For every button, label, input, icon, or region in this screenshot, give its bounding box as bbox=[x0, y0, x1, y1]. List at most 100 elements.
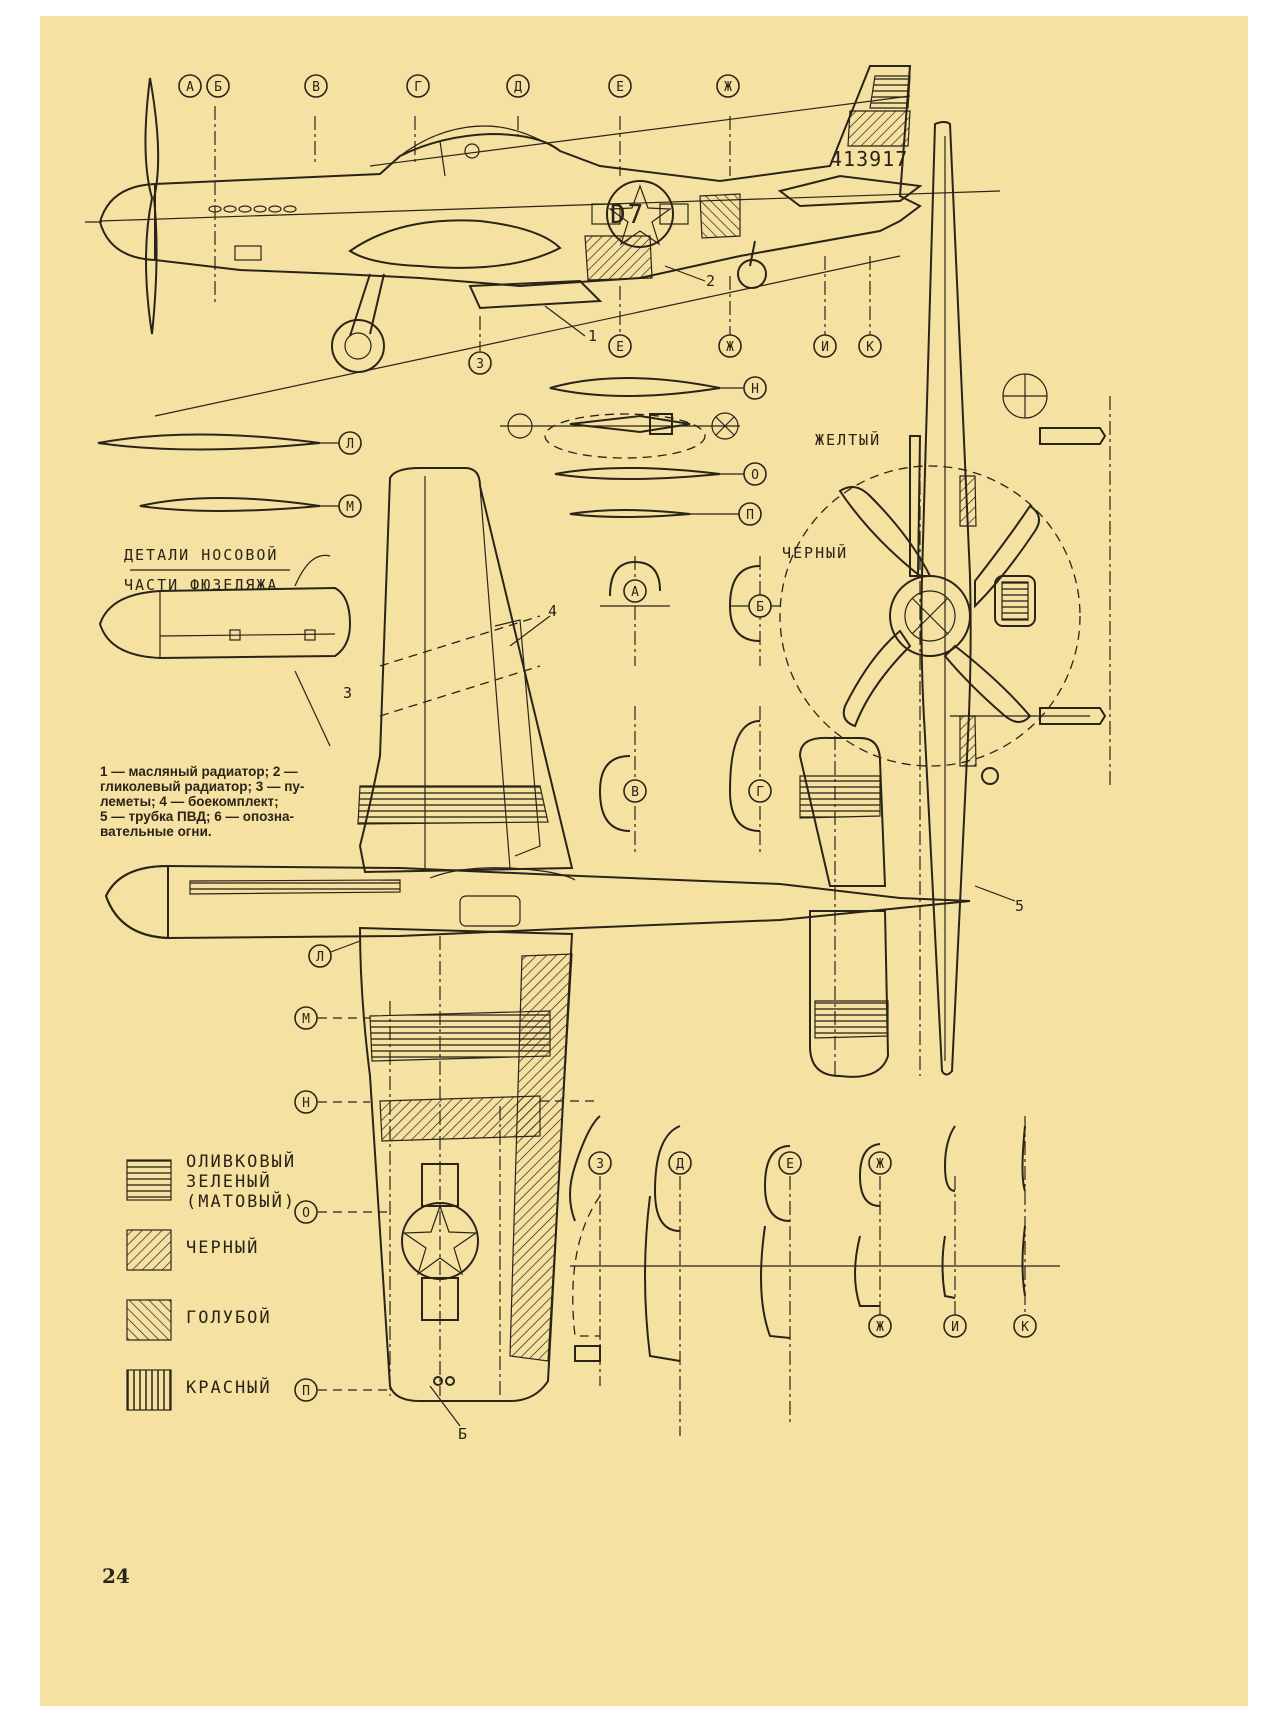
frame-row2-label-circle bbox=[588, 1151, 612, 1175]
frame-label-left-circle bbox=[623, 579, 647, 603]
plan-label: О bbox=[302, 1206, 310, 1221]
legend-text-line: ОЛИВКОВЫЙ bbox=[186, 1152, 297, 1172]
note-line: 1 — масляный радиатор; 2 — bbox=[100, 764, 298, 779]
plan-label: Л bbox=[316, 950, 324, 965]
plan-label-circle bbox=[294, 1200, 318, 1224]
section-label-top-circle bbox=[608, 74, 632, 98]
profile-label-circle bbox=[743, 462, 767, 486]
plan-label-circle bbox=[294, 1090, 318, 1114]
frame-row2-label: З bbox=[596, 1157, 604, 1172]
callout-5: 5 bbox=[1015, 897, 1024, 915]
fuselage-code: D7 bbox=[610, 200, 645, 230]
frame-row2-label: Ж bbox=[876, 1157, 884, 1172]
section-label-top-circle bbox=[304, 74, 328, 98]
profile-label-circle bbox=[743, 376, 767, 400]
section-label-bottom: Е bbox=[616, 340, 624, 355]
profile-label-circle bbox=[738, 502, 762, 526]
plan-labels: Л М Н О П bbox=[294, 944, 332, 1402]
frame-label-left: А bbox=[631, 585, 639, 600]
front-view bbox=[779, 121, 1111, 1076]
swatch-red bbox=[126, 1369, 172, 1411]
swatch-blue bbox=[126, 1299, 172, 1341]
legend-label-blue: ГОЛУБОЙ bbox=[186, 1308, 272, 1328]
frame-label-left: В bbox=[631, 785, 639, 800]
legend-notes: 1 — масляный радиатор; 2 — гликолевый ра… bbox=[100, 764, 380, 839]
section-labels-top: А Б В Г Д Е Ж bbox=[178, 74, 740, 98]
frame-row2-bottom-label: Ж bbox=[876, 1320, 884, 1335]
frame-sections bbox=[569, 556, 1060, 1436]
callout-2: 2 bbox=[706, 272, 715, 290]
plan-label-circle bbox=[308, 944, 332, 968]
section-label-top: Б bbox=[214, 80, 222, 95]
fuselage-serial: 413917 bbox=[830, 147, 908, 171]
section-label-bottom-circle bbox=[468, 351, 492, 375]
section-label-top: Ж bbox=[724, 80, 732, 95]
profile-label-circle bbox=[338, 431, 362, 455]
profile-label-circle bbox=[338, 494, 362, 518]
note-line: вательные огни. bbox=[100, 824, 212, 839]
section-label-top-circle bbox=[178, 74, 202, 98]
note-line: леметы; 4 — боекомплект; bbox=[100, 794, 279, 809]
nose-caption-line2: ЧАСТИ ФЮЗЕЛЯЖА bbox=[124, 576, 279, 594]
prop-color-black: ЧЕРНЫЙ bbox=[782, 544, 849, 562]
section-label-bottom-circle bbox=[718, 334, 742, 358]
frame-row2-bottom-label-circle bbox=[943, 1314, 967, 1338]
frame-row2-bottom-label-circle bbox=[1013, 1314, 1037, 1338]
frame-label-right-circle bbox=[748, 779, 772, 803]
section-label-bottom: К bbox=[866, 340, 874, 355]
frame-label-left-circle bbox=[623, 779, 647, 803]
frame-row2-label-circle bbox=[868, 1151, 892, 1175]
nose-detail bbox=[98, 554, 352, 747]
plan-label: Н bbox=[302, 1096, 310, 1111]
section-label-bottom: Ж bbox=[726, 340, 734, 355]
swatch-black bbox=[126, 1229, 172, 1271]
legend-label-red: КРАСНЫЙ bbox=[186, 1378, 272, 1398]
airfoil-profiles bbox=[97, 377, 755, 518]
section-label-top-circle bbox=[506, 74, 530, 98]
profile-label: Л bbox=[346, 437, 354, 452]
section-label-bottom-circle bbox=[813, 334, 837, 358]
section-label-top: Г bbox=[414, 80, 422, 95]
legend-swatches bbox=[126, 1159, 172, 1411]
section-label-bottom: З bbox=[476, 357, 484, 372]
note-line: 5 — трубка ПВД; 6 — опозна- bbox=[100, 809, 295, 824]
section-label-bottom-circle bbox=[858, 334, 882, 358]
section-label-top-circle bbox=[406, 74, 430, 98]
section-label-top: А bbox=[186, 80, 194, 95]
section-label-bottom: И bbox=[821, 340, 829, 355]
section-label-top-circle bbox=[716, 74, 740, 98]
frame-row2-bottom-label-circle bbox=[868, 1314, 892, 1338]
prop-color-yellow: ЖЕЛТЫЙ bbox=[815, 431, 882, 449]
profile-label: Н bbox=[751, 382, 759, 397]
frame-label-right-circle bbox=[748, 594, 772, 618]
section-label-top: В bbox=[312, 80, 320, 95]
legend-label-black: ЧЕРНЫЙ bbox=[186, 1238, 260, 1258]
callout-b: Б bbox=[458, 1425, 467, 1443]
plan-label: М bbox=[302, 1012, 310, 1027]
side-view bbox=[85, 65, 1001, 417]
callout-3: 3 bbox=[343, 684, 352, 702]
callout-4: 4 bbox=[548, 602, 557, 620]
profile-label: О bbox=[751, 468, 759, 483]
callout-1: 1 bbox=[588, 327, 597, 345]
note-line: гликолевый радиатор; 3 — пу- bbox=[100, 779, 305, 794]
plan-view bbox=[104, 467, 971, 1427]
frame-label-right: Г bbox=[756, 785, 764, 800]
legend-text-line: ЗЕЛЕНЫЙ bbox=[186, 1172, 272, 1192]
nose-caption-line1: ДЕТАЛИ НОСОВОЙ bbox=[124, 546, 279, 564]
section-label-top: Е bbox=[616, 80, 624, 95]
frame-row2-bottom-label: К bbox=[1021, 1320, 1029, 1335]
frame-row2-label-circle bbox=[778, 1151, 802, 1175]
plan-label-circle bbox=[294, 1006, 318, 1030]
page-number: 24 bbox=[102, 1564, 130, 1588]
profile-label: П bbox=[746, 508, 754, 523]
legend-text-line: (МАТОВЫЙ) bbox=[186, 1192, 297, 1212]
plan-label: П bbox=[302, 1384, 310, 1399]
section-label-top: Д bbox=[514, 80, 522, 95]
frame-row2-bottom-label: И bbox=[951, 1320, 959, 1335]
